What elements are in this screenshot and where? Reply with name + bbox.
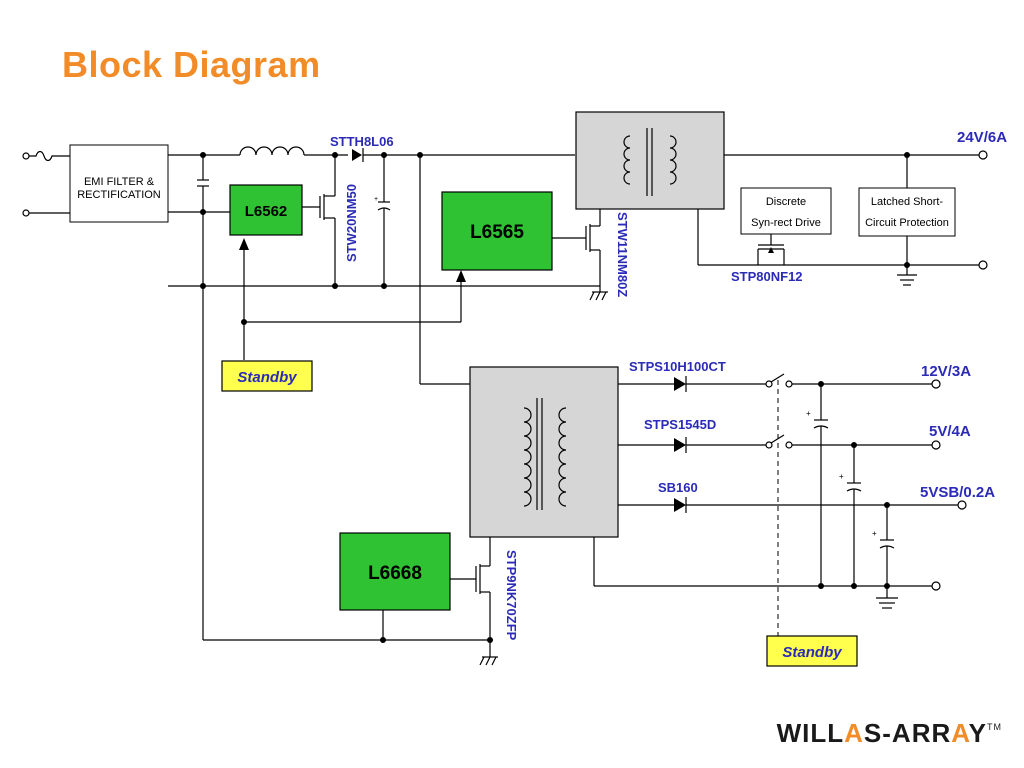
secondary-ground (593, 537, 941, 609)
l6668-chip: L6668 (339, 532, 451, 611)
sb160-diode-icon (674, 498, 686, 512)
label-stp80nf12: STP80NF12 (731, 269, 803, 284)
discrete-syn-rect-box: Discrete Syn-rect Drive (740, 187, 832, 235)
label-stw20nm50: STW20NM50 (344, 184, 359, 262)
discrete-label-line1: Discrete (766, 196, 806, 208)
svg-text:+: + (839, 472, 844, 481)
standby-left-label: Standby (237, 369, 297, 386)
output-label-24v: 24V/6A (957, 129, 1007, 146)
page-title: Block Diagram (62, 44, 321, 85)
l6565-label: L6565 (470, 222, 524, 243)
standby-box-right: Standby (766, 635, 858, 667)
rail-12v: + (618, 373, 941, 586)
willas-array-logo: WILLAS-ARRAYTM (776, 718, 1002, 748)
stth8l06-diode-icon (352, 149, 362, 161)
stps10h100ct-diode-icon (674, 377, 686, 391)
standby-box-left: Standby (221, 360, 313, 392)
emi-label-line1: EMI FILTER & (84, 176, 155, 188)
pfc-inductor (239, 146, 305, 156)
standby-right-label: Standby (782, 644, 842, 661)
flyback-transformer-top (575, 111, 725, 210)
label-stps1545d: STPS1545D (644, 417, 716, 432)
aux-transformer-wiring (419, 155, 470, 385)
rail-5v: + (618, 434, 941, 586)
rail-5vsb: + (618, 497, 967, 598)
l6562-chip: L6562 (229, 184, 303, 236)
svg-text:+: + (872, 529, 877, 538)
emi-label-line2: RECTIFICATION (77, 189, 161, 201)
output-label-12v: 12V/3A (921, 363, 971, 380)
stp80nf12-mosfet (757, 234, 785, 265)
l6565-chip: L6565 (441, 191, 553, 271)
stps1545d-diode-icon (674, 438, 686, 452)
label-stw11nm80z: STW11NM80Z (615, 212, 630, 297)
svg-text:+: + (806, 409, 811, 418)
main-transformer-bottom (469, 366, 619, 538)
svg-text:+: + (374, 196, 378, 203)
ac-input (22, 150, 70, 217)
output-label-5v: 5V/4A (929, 423, 971, 440)
latched-label-line1: Latched Short- (871, 196, 943, 208)
discrete-label-line2: Syn-rect Drive (751, 217, 821, 229)
stp9nk70zfp-mosfet (450, 537, 498, 666)
emi-filter-block: EMI FILTER & RECTIFICATION (69, 144, 169, 223)
l6668-label: L6668 (368, 563, 422, 584)
pfc-stage-wiring: + (168, 146, 600, 640)
label-sb160: SB160 (658, 480, 698, 495)
output-label-5vsb: 5VSB/0.2A (920, 484, 995, 501)
output-24v (697, 150, 988, 286)
label-stth8l06: STTH8L06 (330, 134, 394, 149)
l6668-ground-return (203, 610, 490, 643)
stw11nm80z-mosfet (552, 209, 608, 301)
label-stps10h100ct: STPS10H100CT (629, 359, 726, 374)
label-stp9nk70zfp: STP9NK70ZFP (504, 550, 519, 641)
l6562-label: L6562 (245, 203, 288, 220)
latched-protection-box: Latched Short- Circuit Protection (858, 187, 956, 237)
trademark-mark: TM (987, 722, 1002, 732)
standby-left-wiring (239, 238, 466, 360)
latched-label-line2: Circuit Protection (865, 217, 949, 229)
